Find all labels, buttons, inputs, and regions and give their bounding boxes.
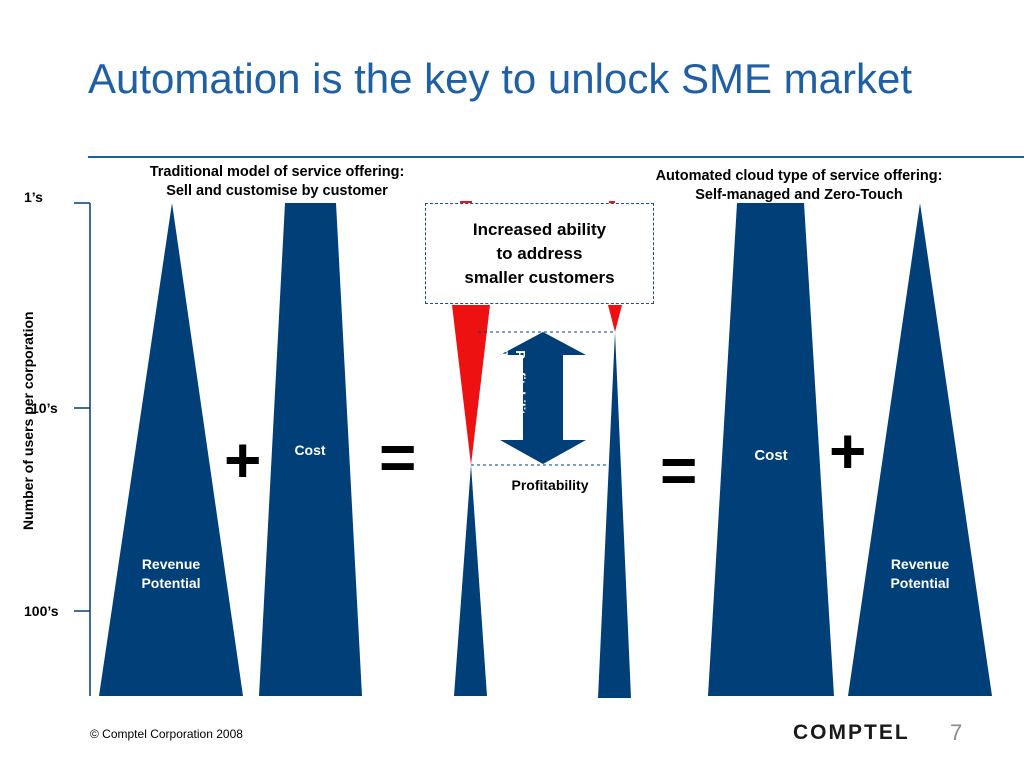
left-revenue-label-line1: Revenue <box>141 556 201 572</box>
left-revenue-label-line2: Potential <box>141 575 201 591</box>
right-cost-label: Cost <box>754 447 788 464</box>
plus-sign-left: + <box>224 424 262 496</box>
y-label-1s: 1’s <box>24 189 43 205</box>
left-cost-label: Cost <box>294 442 326 458</box>
y-label-100s: 100’s <box>24 603 59 619</box>
right-revenue-label-line2: Potential <box>890 575 950 591</box>
profitability-improvement-label: Profitability improvement <box>488 326 528 446</box>
increased-ability-callout: Increased ability to address smaller cus… <box>425 203 654 304</box>
profitability-improvement-arrow <box>500 332 586 464</box>
comptel-logo: COMPTEL <box>793 721 910 744</box>
right-revenue-label-line1: Revenue <box>890 556 950 572</box>
title-divider <box>88 156 1024 158</box>
equals-sign-left: = <box>379 421 417 493</box>
left-heading: Traditional model of service offering: S… <box>112 163 442 201</box>
callout-line3: smaller customers <box>464 267 615 287</box>
left-heading-line1: Traditional model of service offering: <box>149 164 405 180</box>
right-heading: Automated cloud type of service offering… <box>614 167 984 205</box>
left-heading-line2: Sell and customise by customer <box>166 183 388 199</box>
right-profit-navy-wedge <box>598 332 631 698</box>
right-heading-line2: Self-managed and Zero-Touch <box>695 187 903 203</box>
plus-sign-right: + <box>829 415 867 487</box>
y-label-10s: 10’s <box>31 400 58 416</box>
y-axis-title: Number of users per corporation <box>20 311 36 530</box>
right-cost-shape <box>708 203 834 696</box>
right-profit-red-tip <box>609 201 615 203</box>
page-number: 7 <box>950 720 963 745</box>
left-cost-shape <box>259 203 362 696</box>
left-revenue-triangle <box>99 203 243 696</box>
copyright-footer: © Comptel Corporation 2008 <box>90 727 243 741</box>
right-revenue-label: Revenue Potential <box>870 555 970 593</box>
right-heading-line1: Automated cloud type of service offering… <box>655 168 943 184</box>
left-profit-red-wedge <box>452 305 490 465</box>
equals-sign-right: = <box>660 434 698 506</box>
callout-line1: Increased ability <box>472 219 607 239</box>
right-profit-red-wedge <box>608 305 622 332</box>
right-revenue-triangle <box>848 203 992 696</box>
callout-line2: to address <box>496 243 583 263</box>
slide-title: Automation is the key to unlock SME mark… <box>88 55 913 102</box>
profitability-label: Profitability <box>511 477 589 493</box>
left-profit-navy-wedge <box>454 465 487 696</box>
profitability-improvement-line1: Profitability <box>513 350 528 422</box>
profitability-improvement-line2: improvement <box>498 345 513 427</box>
left-profit-red-tip <box>460 201 472 203</box>
left-revenue-label: Revenue Potential <box>121 555 221 593</box>
